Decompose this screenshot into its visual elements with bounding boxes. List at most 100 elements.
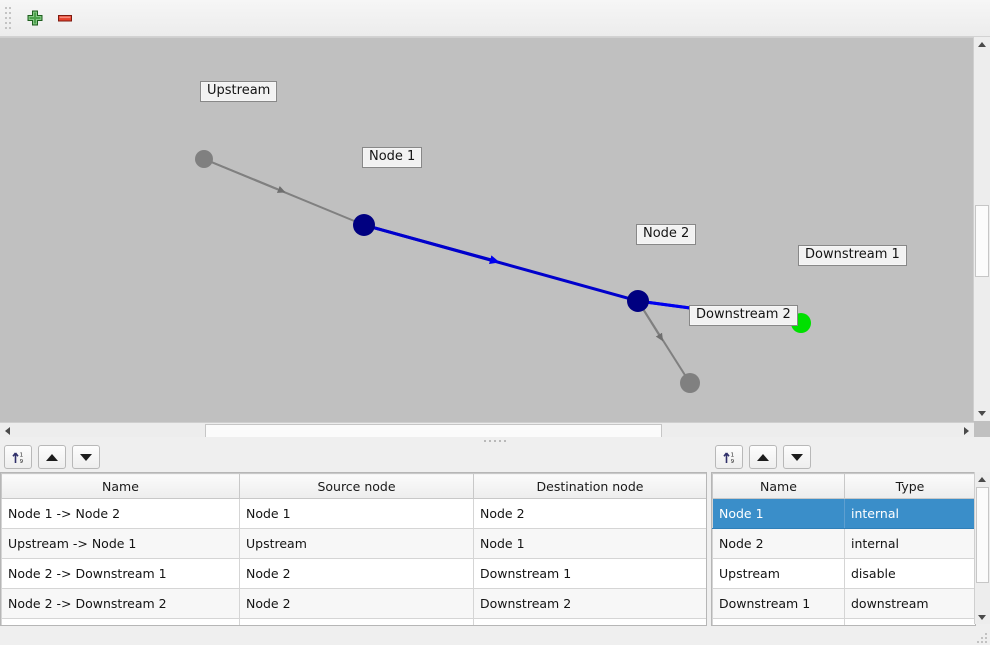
node-cell-empty	[844, 618, 975, 625]
triangle-down-icon	[80, 453, 92, 461]
plus-icon	[27, 10, 43, 26]
resize-grip-icon[interactable]	[977, 633, 987, 643]
table-row[interactable]: Node 2 internal	[712, 528, 975, 559]
node-label-downstream2[interactable]: Downstream 2	[689, 305, 798, 326]
edge-cell-source[interactable]: Node 2	[239, 588, 474, 619]
canvas-vertical-scroll-thumb[interactable]	[975, 205, 989, 277]
edge-cell-destination[interactable]: Downstream 1	[473, 558, 706, 589]
node-cell-name[interactable]: Node 2	[712, 528, 845, 559]
graph-node-downstream2[interactable]	[680, 373, 700, 393]
edge-cell-destination[interactable]: Node 2	[473, 498, 706, 529]
table-row[interactable]: Upstream disable	[712, 558, 975, 589]
edge-table-header-row: Name Source node Destination node	[1, 473, 706, 499]
drag-handle-icon[interactable]	[4, 7, 14, 29]
node-column-type[interactable]: Type	[844, 473, 975, 499]
node-cell-name[interactable]: Upstream	[712, 558, 845, 589]
edge-move-down-button[interactable]	[72, 445, 100, 469]
canvas-horizontal-scrollbar[interactable]	[0, 422, 974, 438]
node-cell-name[interactable]: Node 1	[712, 498, 845, 529]
node-table-frame: Name Type Node 1 internal Node 2 interna…	[711, 472, 976, 626]
edge-cell-source[interactable]: Node 1	[239, 498, 474, 529]
edge-cell-source[interactable]: Upstream	[239, 528, 474, 559]
node-cell-name[interactable]: Downstream 1	[712, 588, 845, 619]
edge-table[interactable]: Name Source node Destination node Node 1…	[1, 473, 706, 625]
node-table-scrollbar[interactable]	[974, 472, 990, 624]
node-sort-button[interactable]: 1 9	[715, 445, 743, 469]
node-panel: 1 9 Name Type	[711, 443, 990, 626]
node-label-node2[interactable]: Node 2	[636, 224, 697, 245]
pane-splitter[interactable]	[0, 437, 990, 445]
table-row[interactable]: Node 1 -> Node 2 Node 1 Node 2	[1, 498, 706, 529]
scroll-left-arrow[interactable]	[0, 423, 15, 438]
node-cell-type[interactable]: downstream	[844, 588, 975, 619]
edge-cell-empty	[1, 618, 240, 625]
graph-canvas[interactable]: Upstream Node 1 Node 2 Downstream 1 Down…	[0, 37, 990, 438]
edge-cell-name[interactable]: Node 2 -> Downstream 1	[1, 558, 240, 589]
edge-cell-destination[interactable]: Node 1	[473, 528, 706, 559]
triangle-up-icon	[977, 42, 986, 47]
table-row[interactable]: Node 2 -> Downstream 1 Node 2 Downstream…	[1, 558, 706, 589]
triangle-left-icon	[5, 426, 10, 435]
node-cell-type[interactable]: internal	[844, 528, 975, 559]
table-row[interactable]: Downstream 1 downstream	[712, 588, 975, 619]
node-label-node1[interactable]: Node 1	[362, 147, 423, 168]
edge-node1-node2[interactable]	[363, 223, 639, 303]
edge-column-source[interactable]: Source node	[239, 473, 474, 499]
table-row[interactable]: Upstream -> Node 1 Upstream Node 1	[1, 528, 706, 559]
node-cell-type[interactable]: internal	[844, 498, 975, 529]
status-area	[0, 627, 990, 645]
node-label-downstream1[interactable]: Downstream 1	[798, 245, 907, 266]
svg-text:1: 1	[731, 452, 735, 458]
node-move-up-button[interactable]	[749, 445, 777, 469]
scroll-down-arrow[interactable]	[974, 406, 989, 421]
graph-node-upstream[interactable]	[195, 150, 213, 168]
triangle-down-icon	[791, 453, 803, 461]
triangle-down-icon	[977, 411, 986, 416]
triangle-up-icon	[46, 453, 58, 461]
node-panel-toolbar: 1 9	[711, 443, 990, 472]
minus-icon	[58, 15, 72, 22]
canvas-horizontal-scroll-thumb[interactable]	[205, 424, 662, 438]
edge-cell-name[interactable]: Upstream -> Node 1	[1, 528, 240, 559]
edge-table-frame: Name Source node Destination node Node 1…	[0, 472, 707, 626]
edge-column-name[interactable]: Name	[1, 473, 240, 499]
edge-panel-toolbar: 1 9	[0, 443, 707, 472]
scroll-right-arrow[interactable]	[959, 423, 974, 438]
scroll-up-arrow[interactable]	[974, 37, 989, 52]
table-row-empty	[1, 618, 706, 625]
svg-text:9: 9	[20, 459, 24, 465]
triangle-up-icon	[757, 453, 769, 461]
triangle-down-icon	[978, 614, 986, 620]
canvas-vertical-scrollbar[interactable]	[973, 37, 990, 421]
edge-cell-source[interactable]: Node 2	[239, 558, 474, 589]
main-toolbar	[0, 0, 990, 37]
node-move-down-button[interactable]	[783, 445, 811, 469]
edge-sort-button[interactable]: 1 9	[4, 445, 32, 469]
add-node-button[interactable]	[20, 3, 50, 33]
graph-node-node1[interactable]	[353, 214, 375, 236]
edge-upstream-node1[interactable]	[203, 158, 365, 226]
svg-text:1: 1	[20, 452, 24, 458]
sort-ascending-icon: 1 9	[723, 452, 735, 465]
edge-cell-empty	[473, 618, 706, 625]
node-column-name[interactable]: Name	[712, 473, 845, 499]
remove-node-button[interactable]	[50, 3, 80, 33]
edge-move-up-button[interactable]	[38, 445, 66, 469]
edge-cell-name[interactable]: Node 2 -> Downstream 2	[1, 588, 240, 619]
node-cell-type[interactable]: disable	[844, 558, 975, 589]
node-cell-empty	[712, 618, 845, 625]
node-scroll-down-arrow[interactable]	[975, 610, 989, 624]
edge-column-destination[interactable]: Destination node	[473, 473, 706, 499]
table-row-empty	[712, 618, 975, 625]
node-table[interactable]: Name Type Node 1 internal Node 2 interna…	[712, 473, 975, 625]
edge-cell-name[interactable]: Node 1 -> Node 2	[1, 498, 240, 529]
node-table-scroll-thumb[interactable]	[976, 487, 989, 583]
node-label-upstream[interactable]: Upstream	[200, 81, 278, 102]
table-row[interactable]: Node 2 -> Downstream 2 Node 2 Downstream…	[1, 588, 706, 619]
table-row[interactable]: Node 1 internal	[712, 498, 975, 529]
node-scroll-up-arrow[interactable]	[975, 472, 989, 486]
edge-cell-destination[interactable]: Downstream 2	[473, 588, 706, 619]
graph-node-node2[interactable]	[627, 290, 649, 312]
edge-node2-downstream2[interactable]	[637, 300, 691, 384]
